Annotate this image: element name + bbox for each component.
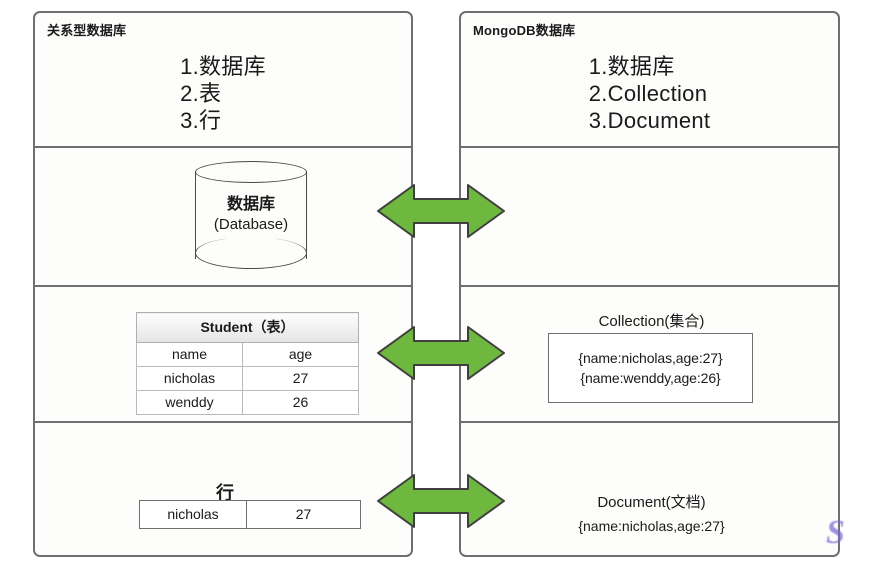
left-divider-3 bbox=[35, 421, 411, 423]
cylinder-top-icon bbox=[195, 161, 307, 183]
left-divider-2 bbox=[35, 285, 411, 287]
mongodb-database-panel: MongoDB数据库 1.数据库 2.Collection 3.Document… bbox=[459, 11, 840, 557]
column-header-name: name bbox=[136, 342, 243, 367]
column-header-age: age bbox=[242, 342, 359, 367]
document-label: Document(文档) bbox=[597, 494, 706, 511]
left-database-label-zh: 数据库 bbox=[226, 196, 275, 213]
left-divider-1 bbox=[35, 146, 411, 148]
left-concept-list: 1.数据库 2.表 3.行 bbox=[35, 53, 411, 134]
collection-document-1: {name:nicholas,age:27} bbox=[578, 350, 723, 366]
student-table-caption: Student（表） bbox=[136, 312, 359, 343]
table-row: wenddy 26 bbox=[136, 390, 359, 415]
collection-label: Collection(集合) bbox=[598, 313, 705, 330]
row-cell-age: 27 bbox=[246, 500, 361, 529]
document-block: Document(文档) {name:nicholas,age:27} bbox=[461, 491, 842, 537]
right-concept-list: 1.数据库 2.Collection 3.Document bbox=[461, 53, 838, 134]
cell-age: 26 bbox=[242, 390, 359, 415]
relational-database-cylinder: 数据库 (Database) bbox=[195, 161, 307, 269]
table-caption-row: Student（表） bbox=[136, 312, 359, 343]
table-row: nicholas 27 bbox=[136, 366, 359, 391]
right-divider-2 bbox=[461, 285, 838, 287]
row-cell-name: nicholas bbox=[139, 500, 247, 529]
left-panel-title: 关系型数据库 bbox=[47, 23, 127, 38]
right-divider-3 bbox=[461, 421, 838, 423]
row-section-label: 行 bbox=[216, 483, 234, 503]
cell-name: nicholas bbox=[136, 366, 243, 391]
right-concept-item-1: 1.数据库 bbox=[588, 54, 675, 79]
database-mapping-arrow bbox=[376, 180, 506, 242]
table-row: nicholas 27 bbox=[139, 500, 361, 529]
row-document-mapping-arrow bbox=[376, 470, 506, 532]
cylinder-bottom-icon bbox=[195, 237, 307, 269]
right-divider-1 bbox=[461, 146, 838, 148]
table-header-row: name age bbox=[136, 342, 359, 367]
watermark-logo: S bbox=[826, 514, 845, 551]
single-row-table: nicholas 27 bbox=[139, 500, 361, 529]
left-database-label-en: (Database) bbox=[213, 216, 289, 233]
left-concept-item-3: 3.行 bbox=[180, 108, 222, 133]
cell-name: wenddy bbox=[136, 390, 243, 415]
right-panel-title: MongoDB数据库 bbox=[473, 23, 576, 38]
document-value: {name:nicholas,age:27} bbox=[578, 518, 725, 534]
left-concept-item-1: 1.数据库 bbox=[180, 54, 266, 79]
right-concept-item-2: 2.Collection bbox=[588, 81, 708, 106]
student-table: Student（表） name age nicholas 27 wenddy 2… bbox=[136, 312, 359, 415]
cell-age: 27 bbox=[242, 366, 359, 391]
collection-document-2: {name:wenddy,age:26} bbox=[580, 370, 721, 386]
relational-database-panel: 关系型数据库 1.数据库 2.表 3.行 数据库 (Database) Stud… bbox=[33, 11, 413, 557]
right-concept-item-3: 3.Document bbox=[588, 108, 711, 133]
left-concept-item-2: 2.表 bbox=[180, 81, 222, 106]
collection-box: {name:nicholas,age:27} {name:wenddy,age:… bbox=[548, 333, 753, 403]
left-database-label: 数据库 (Database) bbox=[195, 195, 307, 235]
table-collection-mapping-arrow bbox=[376, 322, 506, 384]
